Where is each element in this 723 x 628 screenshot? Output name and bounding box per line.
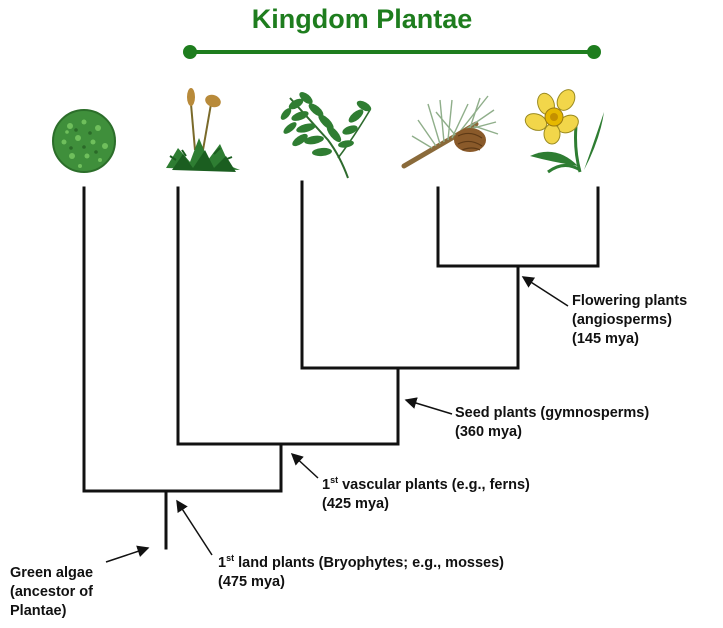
arrow-algae — [106, 548, 148, 562]
arrow-vascular — [292, 454, 318, 478]
arrow-seed — [406, 400, 452, 414]
kingdom-bracket — [183, 45, 601, 59]
label-green-algae: Green algae (ancestor of Plantae) — [10, 564, 93, 621]
label-vascular-plants: 1st vascular plants (e.g., ferns) (425 m… — [322, 476, 530, 514]
arrow-flowering — [523, 277, 568, 306]
label-land-plants: 1st land plants (Bryophytes; e.g., mosse… — [218, 554, 504, 592]
label-seed-plants: Seed plants (gymnosperms) (360 mya) — [455, 404, 649, 442]
label-flowering-plants: Flowering plants (angiosperms) (145 mya) — [572, 292, 687, 349]
daffodil-icon — [523, 86, 604, 172]
arrow-land — [177, 501, 212, 555]
green-algae-icon — [53, 110, 115, 172]
fern-icon — [279, 90, 373, 178]
pine-branch-icon — [404, 96, 498, 166]
diagram-title: Kingdom Plantae — [0, 4, 723, 35]
moss-icon — [166, 88, 240, 172]
